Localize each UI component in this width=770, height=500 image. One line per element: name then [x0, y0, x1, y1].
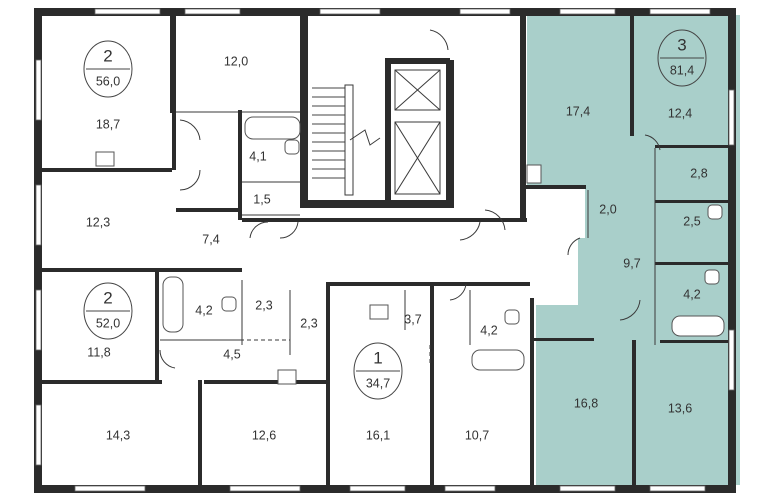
apartment-rooms: 3 — [677, 35, 686, 54]
apartment-badge-1[interactable]: 1 34,7 — [353, 342, 403, 400]
apartment-3-highlight[interactable] — [527, 15, 740, 485]
toilet-icon — [284, 139, 300, 155]
room-area-label: 1,5 — [253, 192, 270, 206]
room-area-label: 16,8 — [574, 396, 598, 410]
room-area-label: 16,1 — [366, 428, 390, 442]
toilet-icon — [707, 204, 723, 220]
apartment-total-area: 56,0 — [96, 74, 120, 88]
doors — [159, 29, 661, 369]
room-area-label: 3,7 — [404, 312, 421, 326]
sink-icon — [369, 304, 389, 320]
room-area-label: 4,2 — [683, 287, 700, 301]
room-area-label: 13,6 — [668, 401, 692, 415]
room-area-label: 12,3 — [86, 215, 110, 229]
apartment-badge-3[interactable]: 3 81,4 — [657, 29, 707, 87]
toilet-icon — [704, 269, 720, 285]
bathtub-icon — [671, 315, 725, 337]
apartment-total-area: 52,0 — [96, 316, 120, 330]
bathtub-icon — [471, 349, 525, 371]
sink-icon — [277, 369, 297, 385]
toilet-icon — [221, 296, 237, 312]
room-area-label: 2,8 — [690, 166, 707, 180]
apartment-rooms: 1 — [373, 348, 382, 367]
bathtub-icon — [162, 276, 184, 333]
room-area-label: 11,8 — [87, 345, 110, 359]
apartment-badge-2-a[interactable]: 2 56,0 — [83, 40, 133, 98]
room-area-label: 9,7 — [623, 256, 640, 270]
room-area-label: 12,4 — [668, 106, 692, 120]
bathtub-icon — [244, 116, 301, 140]
apartment-badge-2-b[interactable]: 2 52,0 — [83, 282, 133, 340]
room-area-label: 2,3 — [300, 316, 317, 330]
room-area-label: 14,3 — [106, 428, 130, 442]
apartment-rooms: 2 — [103, 288, 112, 307]
toilet-icon — [504, 309, 520, 325]
sink-icon — [95, 151, 115, 167]
apartment-total-area: 81,4 — [670, 63, 694, 77]
sink-icon — [526, 164, 542, 184]
room-area-label: 17,4 — [566, 104, 590, 118]
room-area-label: 2,0 — [599, 202, 616, 216]
apartment-total-area: 34,7 — [366, 376, 390, 390]
windows — [35, 8, 735, 492]
partitions — [160, 111, 656, 365]
room-area-label: 4,2 — [480, 323, 497, 337]
room-area-label: 12,0 — [224, 54, 248, 68]
room-area-label: 4,2 — [195, 303, 212, 317]
interior-walls — [42, 8, 728, 485]
room-area-label: 4,1 — [249, 149, 266, 163]
building-core — [300, 8, 454, 208]
room-area-label: 2,5 — [683, 214, 700, 228]
apartment-rooms: 2 — [103, 46, 112, 65]
room-area-label: 18,7 — [96, 117, 120, 131]
room-area-label: 7,4 — [202, 232, 219, 246]
fixtures — [95, 116, 725, 385]
room-labels: 18,7 12,0 4,1 1,5 12,3 7,4 4,2 2,3 2,3 1… — [86, 54, 708, 442]
stair-treads — [312, 87, 345, 179]
room-area-label: 4,5 — [223, 347, 240, 361]
room-area-label: 2,3 — [255, 298, 272, 312]
room-area-label: 10,7 — [465, 428, 489, 442]
room-area-label: 12,6 — [252, 428, 276, 442]
